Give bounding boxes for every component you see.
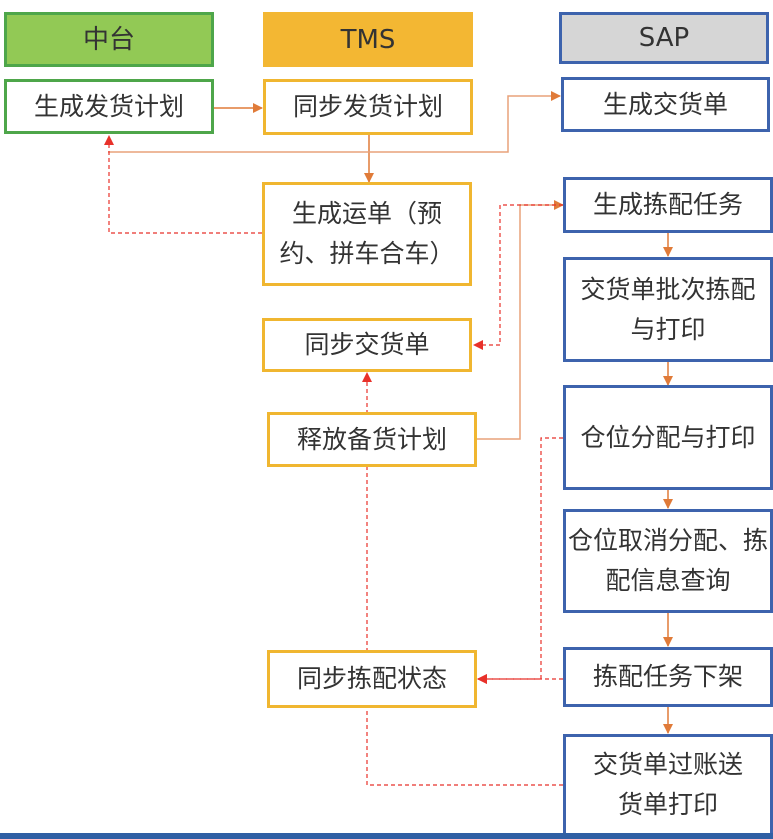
feedback-post-to-sync-delivery (362, 372, 563, 786)
lane-header-tms: TMS (263, 12, 473, 67)
node-sync-delivery-plan[interactable]: 同步发货计划 (263, 79, 473, 135)
feedback-pick-task-to-sync-delivery (473, 204, 563, 350)
lane-label-zhongtai: 中台 (82, 24, 135, 55)
footer-strip (0, 833, 773, 839)
node-batch-pick-print[interactable]: 交货单批次拣配与打印 (563, 257, 773, 362)
node-sync-pick-status[interactable]: 同步拣配状态 (267, 650, 477, 708)
node-generate-delivery-note[interactable]: 生成交货单 (561, 77, 770, 132)
node-sync-delivery-note[interactable]: 同步交货单 (262, 318, 472, 372)
lane-header-sap: SAP (559, 12, 769, 64)
feedback-waybill-to-plan (104, 135, 262, 234)
lane-label-tms: TMS (340, 24, 396, 55)
lane-label-sap: SAP (638, 23, 690, 53)
lane-header-zhongtai: 中台 (4, 12, 214, 67)
node-bin-cancel-pick-query[interactable]: 仓位取消分配、拣配信息查询 (563, 509, 773, 613)
node-post-and-print[interactable]: 交货单过账送货单打印 (563, 734, 773, 836)
feedback-bin-to-pick-status (477, 437, 563, 684)
node-generate-delivery-plan[interactable]: 生成发货计划 (4, 79, 214, 134)
node-generate-waybill[interactable]: 生成运单（预约、拼车合车） (262, 182, 472, 286)
node-bin-allocation-print[interactable]: 仓位分配与打印 (563, 385, 773, 490)
node-release-stock-plan[interactable]: 释放备货计划 (267, 412, 477, 467)
node-pick-task-unload[interactable]: 拣配任务下架 (563, 647, 773, 707)
arrow-to-sap-delivery (108, 91, 561, 153)
node-generate-pick-task[interactable]: 生成拣配任务 (563, 177, 773, 233)
arrow-release-to-pick-task (476, 200, 564, 440)
